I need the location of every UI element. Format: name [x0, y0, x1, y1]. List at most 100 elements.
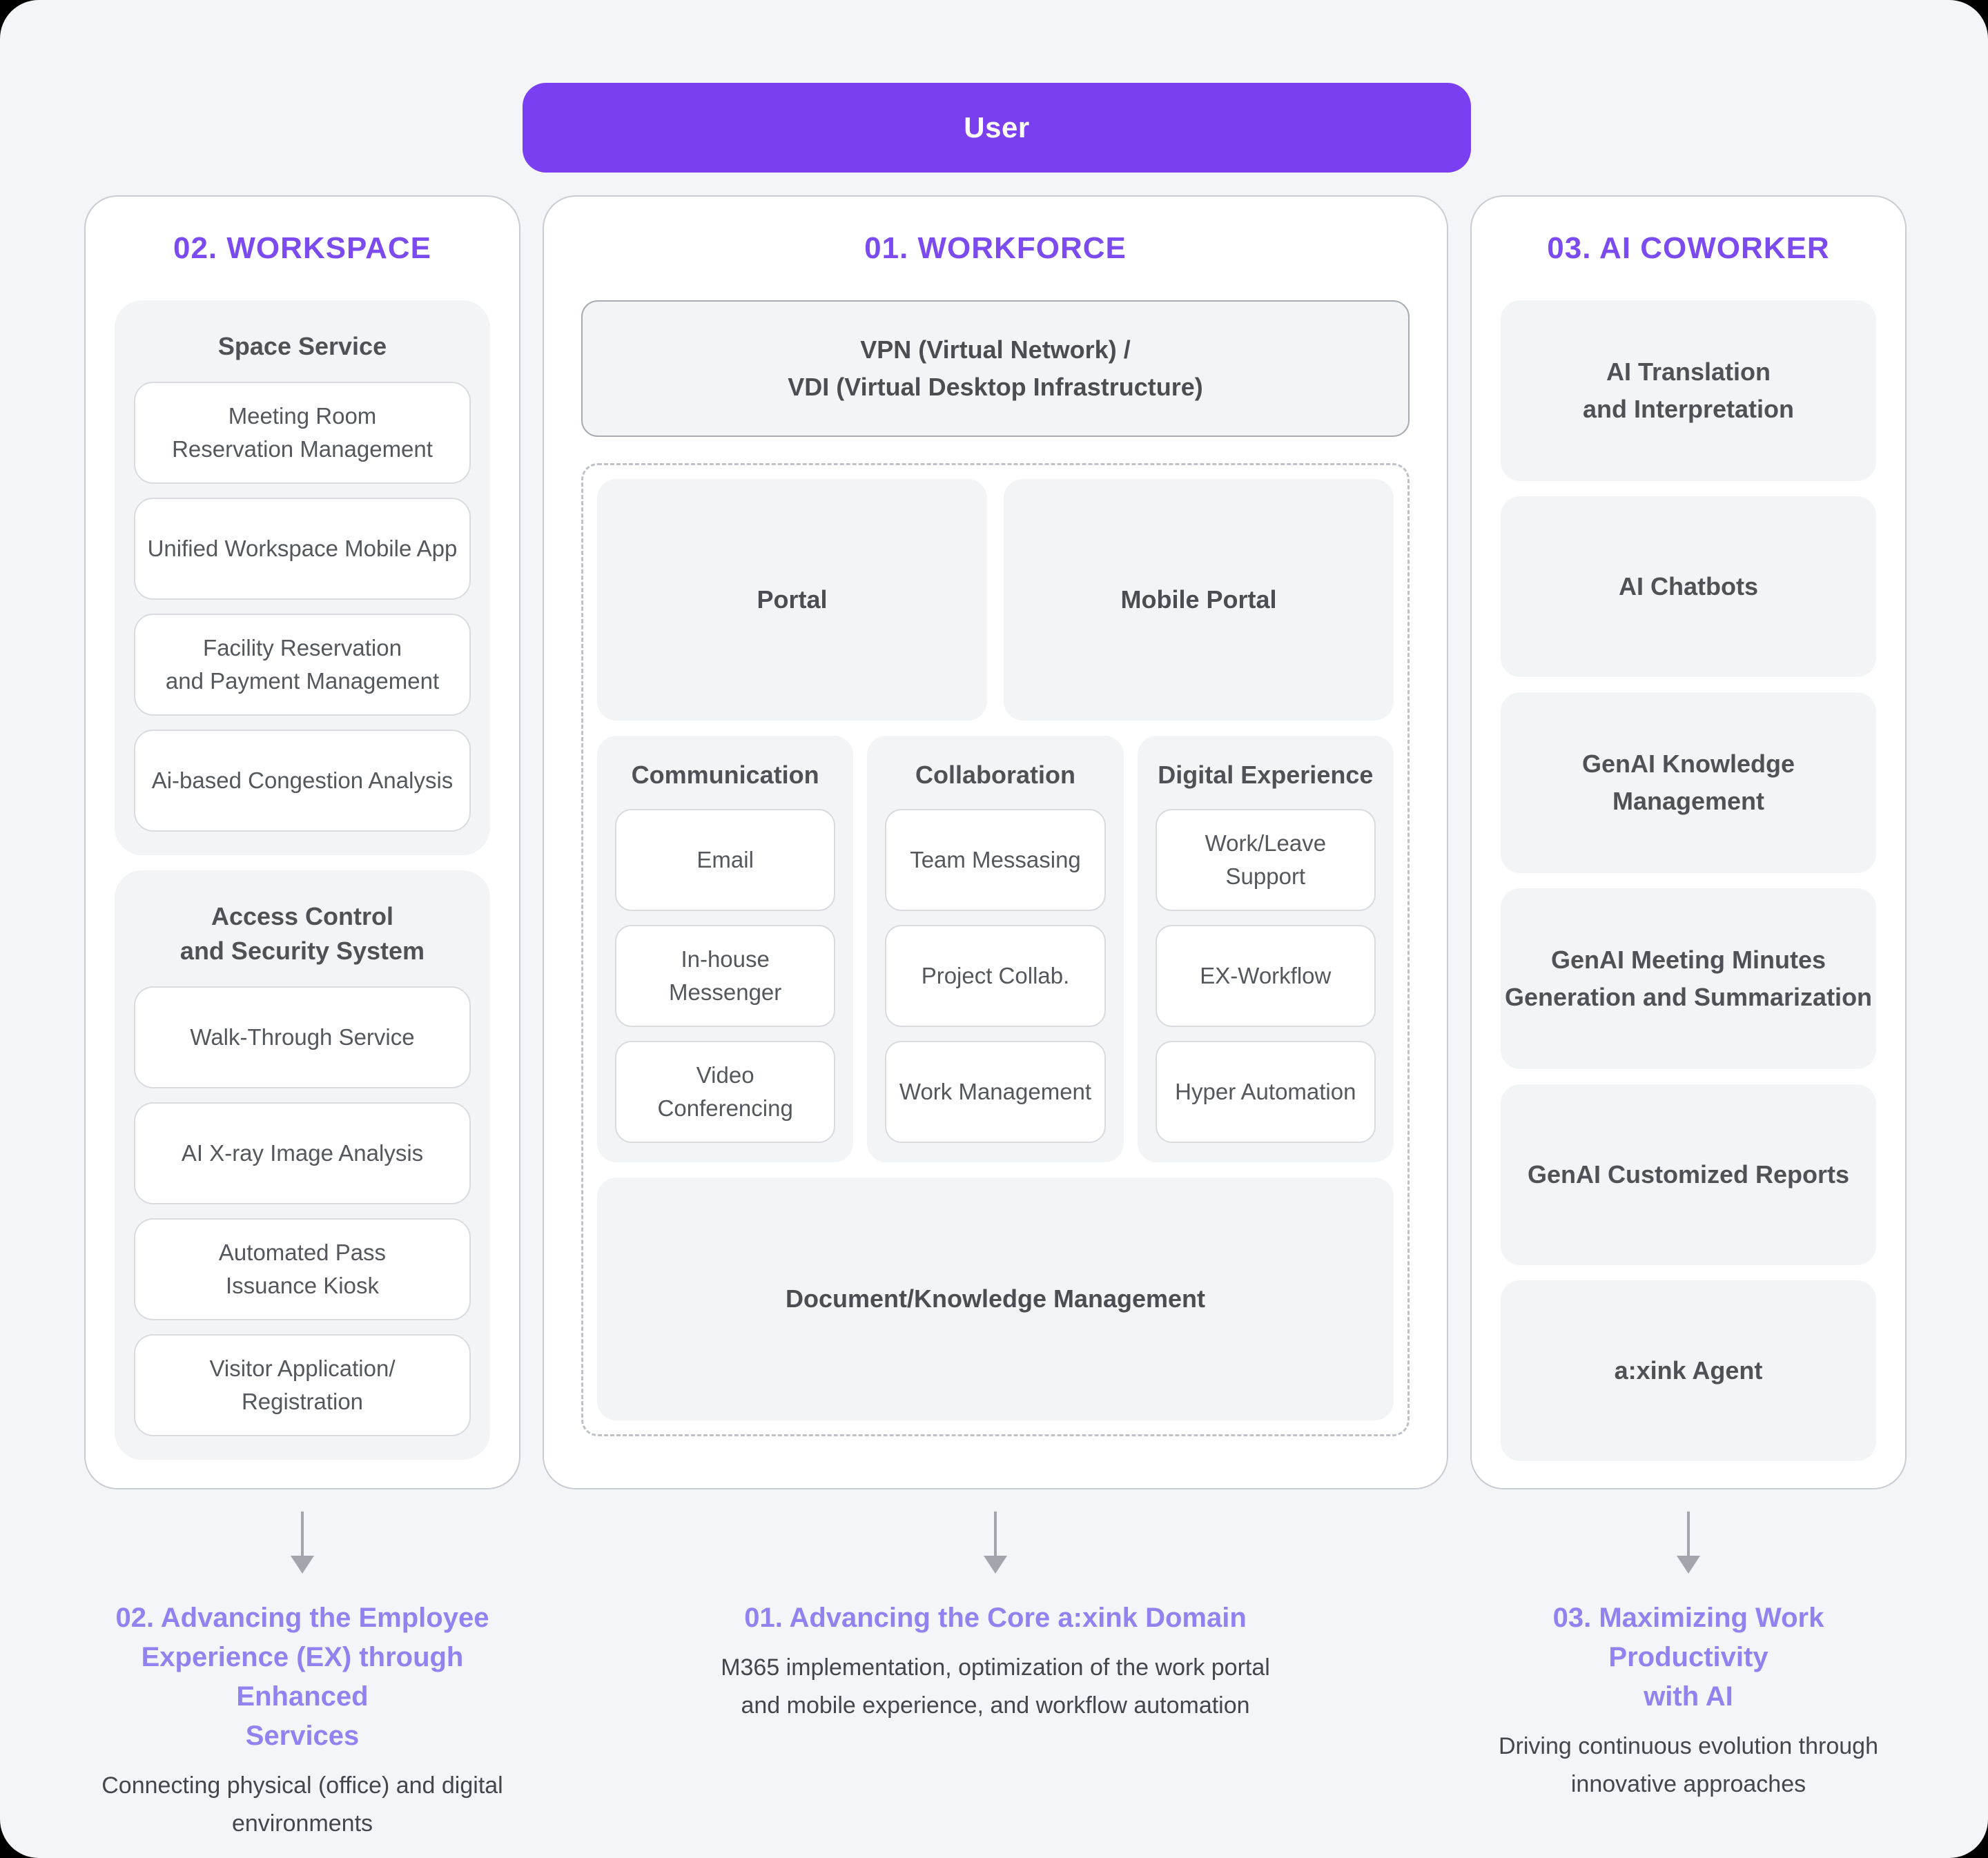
item-genai-knowledge: GenAI Knowledge Management [1501, 692, 1876, 873]
item-hyper-automation: Hyper Automation [1155, 1041, 1376, 1143]
item-facility-reservation: Facility Reservation and Payment Managem… [134, 614, 471, 716]
item-line: EX-Workflow [1200, 963, 1332, 988]
footer-workspace: 02. Advancing the Employee Experience (E… [84, 1512, 520, 1843]
item-video-conferencing: Video Conferencing [615, 1041, 836, 1143]
item-line: AI X-ray Image Analysis [181, 1140, 424, 1166]
item-line: Reservation Management [172, 436, 433, 462]
item-line: Issuance Kiosk [226, 1273, 379, 1298]
subgroup-communication-items: Email In-house Messenger Video Conferenc… [615, 809, 836, 1143]
arrow-head [1677, 1556, 1700, 1574]
subgroup-communication-title: Communication [631, 761, 819, 789]
arrow-head [984, 1556, 1007, 1574]
item-ai-xray-analysis: AI X-ray Image Analysis [134, 1102, 471, 1204]
vpn-vdi-box: VPN (Virtual Network) / VDI (Virtual Des… [581, 300, 1410, 437]
item-line: Visitor Application/ [209, 1356, 396, 1381]
item-line: In-house [681, 946, 770, 972]
item-line: Project Collab. [921, 963, 1070, 988]
footer-ai-coworker-title: 03. Maximizing Work Productivity with AI [1470, 1598, 1907, 1717]
item-team-messaging: Team Messasing [885, 809, 1106, 911]
footer-desc-line: Driving continuous evolution through [1498, 1733, 1878, 1759]
ai-coworker-title: 03. AI COWORKER [1547, 231, 1830, 265]
item-genai-customized-reports: GenAI Customized Reports [1501, 1084, 1876, 1265]
item-line: Management [1612, 787, 1765, 815]
item-line: Generation and Summarization [1504, 983, 1873, 1011]
item-line: Video [696, 1062, 754, 1088]
footer-title-line: 03. Maximizing Work Productivity [1552, 1603, 1824, 1672]
panel-workforce: 01. WORKFORCE VPN (Virtual Network) / VD… [543, 195, 1448, 1489]
item-line: Meeting Room [228, 403, 377, 429]
item-ai-chatbots: AI Chatbots [1501, 496, 1876, 677]
item-work-leave-support: Work/Leave Support [1155, 809, 1376, 911]
vpn-line: VDI (Virtual Desktop Infrastructure) [788, 373, 1203, 401]
item-line: Automated Pass [218, 1240, 387, 1265]
mobile-portal-box: Mobile Portal [1004, 479, 1394, 721]
item-work-management: Work Management [885, 1041, 1106, 1143]
item-line: Registration [241, 1389, 364, 1414]
workforce-dashed-container: Portal Mobile Portal Communication Email… [581, 463, 1410, 1436]
footer-workspace-title: 02. Advancing the Employee Experience (E… [84, 1598, 520, 1756]
item-line: and Payment Management [165, 668, 440, 694]
item-line: Hyper Automation [1175, 1079, 1356, 1104]
group-access-control-items: Walk-Through Service AI X-ray Image Anal… [134, 986, 471, 1436]
footer-workforce: 01. Advancing the Core a:xink Domain M36… [543, 1512, 1448, 1725]
item-line: Facility Reservation [203, 635, 402, 661]
item-email: Email [615, 809, 836, 911]
item-walk-through-service: Walk-Through Service [134, 986, 471, 1088]
item-line: Walk-Through Service [190, 1024, 415, 1050]
footer-title-line: Experience (EX) through Enhanced [141, 1642, 464, 1712]
footer-ai-coworker-desc: Driving continuous evolution through inn… [1499, 1728, 1878, 1803]
item-line: and Interpretation [1582, 395, 1795, 423]
item-line: GenAI Knowledge [1581, 750, 1795, 778]
item-project-collab: Project Collab. [885, 925, 1106, 1027]
workforce-title: 01. WORKFORCE [864, 231, 1127, 265]
portal-row: Portal Mobile Portal [597, 479, 1394, 721]
down-arrow-icon [1677, 1512, 1700, 1575]
item-line: Ai-based Congestion Analysis [151, 767, 454, 793]
footer-workforce-desc: M365 implementation, optimization of the… [721, 1649, 1270, 1725]
workforce-subgroups: Communication Email In-house Messenger V… [597, 736, 1394, 1162]
subgroup-collaboration-title: Collaboration [915, 761, 1075, 789]
portal-box: Portal [597, 479, 987, 721]
item-visitor-application: Visitor Application/ Registration [134, 1334, 471, 1436]
user-banner: User [523, 83, 1471, 173]
workspace-title: 02. WORKSPACE [173, 231, 432, 265]
item-line: GenAI Customized Reports [1527, 1160, 1850, 1189]
ai-coworker-items: AI Translation and Interpretation AI Cha… [1501, 300, 1876, 1461]
item-line: GenAI Meeting Minutes [1550, 946, 1826, 974]
group-access-control-title: Access Control and Security System [134, 894, 471, 986]
item-unified-workspace-app: Unified Workspace Mobile App [134, 498, 471, 600]
item-line: AI Chatbots [1619, 572, 1758, 600]
group-title-line: Access Control [211, 902, 394, 930]
item-line: Support [1225, 863, 1306, 889]
item-line: Team Messasing [910, 847, 1081, 872]
item-ai-congestion-analysis: Ai-based Congestion Analysis [134, 730, 471, 832]
footer-title-line: with AI [1644, 1681, 1733, 1712]
subgroup-digital-experience: Digital Experience Work/Leave Support EX… [1137, 736, 1394, 1162]
arrow-line [301, 1512, 304, 1556]
footer-workspace-desc: Connecting physical (office) and digital… [101, 1767, 503, 1843]
footer-desc-line: innovative approaches [1570, 1771, 1806, 1797]
footer-title-line: 02. Advancing the Employee [115, 1603, 489, 1633]
item-automated-pass-kiosk: Automated Pass Issuance Kiosk [134, 1218, 471, 1320]
footer-workforce-title: 01. Advancing the Core a:xink Domain [744, 1598, 1247, 1638]
footer-desc-line: M365 implementation, optimization of the… [721, 1654, 1270, 1681]
subgroup-digital-experience-items: Work/Leave Support EX-Workflow Hyper Aut… [1155, 809, 1376, 1143]
arrow-head [291, 1556, 314, 1574]
footer-desc-line: Connecting physical (office) and digital [101, 1772, 503, 1799]
user-banner-label: User [964, 111, 1030, 144]
down-arrow-icon [291, 1512, 314, 1575]
group-space-service-title: Space Service [134, 324, 471, 382]
group-access-control: Access Control and Security System Walk-… [115, 870, 490, 1460]
panel-ai-coworker: 03. AI COWORKER AI Translation and Inter… [1470, 195, 1907, 1489]
group-space-service: Space Service Meeting Room Reservation M… [115, 300, 490, 855]
group-title-line: and Security System [179, 937, 425, 965]
item-inhouse-messenger: In-house Messenger [615, 925, 836, 1027]
item-line: Conferencing [657, 1095, 793, 1121]
item-line: Work/Leave [1205, 830, 1327, 856]
item-line: AI Translation [1606, 358, 1771, 386]
subgroup-collaboration-items: Team Messasing Project Collab. Work Mana… [885, 809, 1106, 1143]
footer-desc-line: environments [231, 1810, 373, 1837]
down-arrow-icon [984, 1512, 1007, 1575]
footer-title-line: Services [245, 1721, 360, 1751]
subgroup-digital-experience-title: Digital Experience [1158, 761, 1374, 789]
